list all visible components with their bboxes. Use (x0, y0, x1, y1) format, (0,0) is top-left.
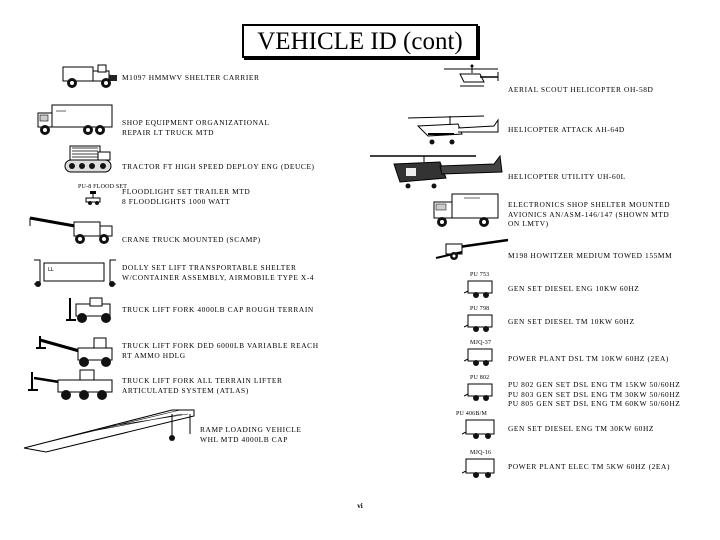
label-floodlight-trailer: FLOODLIGHT SET TRAILER MTD 8 FLOODLIGHTS… (122, 187, 251, 206)
mjq-16-tag: MJQ-16 (470, 450, 492, 456)
atlas-forklift-icon (28, 368, 118, 402)
label-mjq-16: POWER PLANT ELEC TM 5KW 60HZ (2EA) (508, 462, 671, 471)
gen-10kw-tm-tag: PU 798 (470, 306, 490, 312)
floodlight-model-tag: PU-8 FLOOD SET (78, 184, 128, 190)
trailer-generator-icon (464, 347, 498, 367)
label-oh-58d: AERIAL SCOUT HELICOPTER OH-58D (508, 85, 654, 94)
oh-58d-helicopter-icon (440, 64, 502, 90)
label-pu-802-805: PU 802 GEN SET DSL ENG TM 15KW 50/60HZ P… (508, 380, 681, 409)
label-mjq-37: POWER PLANT DSL TM 10KW 60HZ (2EA) (508, 354, 669, 363)
variable-reach-forklift-icon (34, 330, 118, 368)
label-shop-equipment-truck: SHOP EQUIPMENT ORGANIZATIONAL REPAIR LT … (122, 118, 270, 137)
label-m198-howitzer: M198 HOWITZER MEDIUM TOWED 155MM (508, 251, 673, 260)
dolly-set-icon: LL (30, 258, 120, 288)
loading-ramp-icon (22, 406, 198, 454)
mjq-37-tag: MJQ-37 (470, 340, 492, 346)
label-deuce-tractor: TRACTOR FT HIGH SPEED DEPLOY ENG (DEUCE) (122, 162, 315, 171)
label-forklift-6000lb: TRUCK LIFT FORK DED 6000LB VARIABLE REAC… (122, 341, 319, 360)
rough-terrain-forklift-icon (66, 296, 118, 324)
label-crane-truck: CRANE TRUCK MOUNTED (SCAMP) (122, 235, 261, 244)
page-number: vi (357, 502, 363, 510)
hmmwv-shelter-icon (60, 62, 120, 90)
trailer-generator-icon (462, 418, 500, 440)
shop-truck-icon (36, 103, 118, 137)
m198-howitzer-icon (432, 236, 510, 262)
label-gen-10kw-eng: GEN SET DIESEL ENG 10KW 60HZ (508, 284, 640, 293)
trailer-generator-icon (464, 313, 498, 333)
pu-802-tag: PU 802 (470, 375, 490, 381)
label-uh-60l: HELICOPTER UTILITY UH-60L (508, 172, 626, 181)
label-gen-10kw-tm: GEN SET DIESEL TM 10KW 60HZ (508, 317, 635, 326)
label-hmmwv-shelter: M1097 HMMWV SHELTER CARRIER (122, 73, 260, 82)
label-dolly-set: DOLLY SET LIFT TRANSPORTABLE SHELTER W/C… (122, 263, 315, 282)
trailer-generator-icon (464, 382, 498, 402)
gen-10kw-eng-tag: PU 753 (470, 272, 490, 278)
pu-406-tag: PU 406B/M (456, 411, 487, 417)
trailer-generator-icon (464, 279, 498, 299)
floodlight-trailer-icon (82, 191, 104, 205)
page-title: VEHICLE ID (cont) (242, 24, 478, 58)
avionics-shelter-truck-icon (432, 190, 502, 230)
label-gen-30kw: GEN SET DIESEL ENG TM 30KW 60HZ (508, 424, 655, 433)
trailer-generator-icon (462, 457, 500, 479)
ah-64d-helicopter-icon (398, 112, 502, 148)
label-forklift-4000lb: TRUCK LIFT FORK 4000LB CAP ROUGH TERRAIN (122, 305, 314, 314)
svg-text:LL: LL (48, 267, 54, 273)
label-ah-64d: HELICOPTER ATTACK AH-64D (508, 125, 625, 134)
crane-truck-icon (24, 210, 116, 246)
label-forklift-atlas: TRUCK LIFT FORK ALL TERRAIN LIFTER ARTIC… (122, 376, 283, 395)
uh-60l-helicopter-icon (368, 150, 506, 192)
label-loading-ramp: RAMP LOADING VEHICLE WHL MTD 4000LB CAP (200, 425, 302, 444)
label-avionics-shelter: ELECTRONICS SHOP SHELTER MOUNTED AVIONIC… (508, 200, 671, 229)
deuce-tractor-icon (62, 142, 114, 176)
